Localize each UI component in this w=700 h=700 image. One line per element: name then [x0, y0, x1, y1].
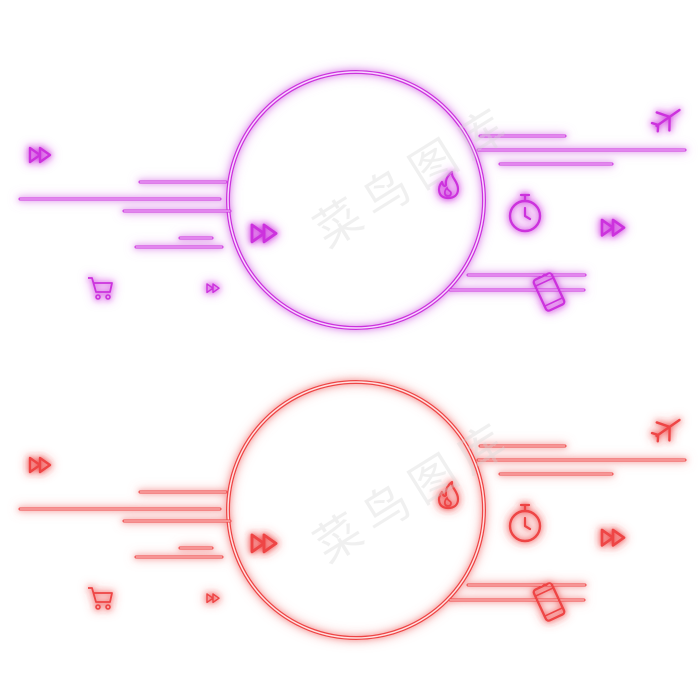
neon-ring	[226, 380, 486, 640]
smartphone-icon	[532, 582, 566, 622]
fast-forward-icon	[250, 223, 278, 244]
fast-forward-icon	[28, 146, 52, 164]
shopping-cart-icon	[88, 587, 113, 610]
fast-forward-icon	[600, 528, 626, 547]
neon-ring	[226, 70, 486, 330]
neon-frame-red	[18, 380, 687, 640]
neon-ring-core	[227, 381, 485, 639]
stopwatch-icon	[508, 193, 542, 233]
shopping-cart-icon	[88, 277, 113, 300]
smartphone-icon	[532, 272, 566, 312]
neon-ring-core	[227, 71, 485, 329]
flame-icon	[437, 170, 460, 200]
airplane-icon	[650, 108, 681, 133]
flame-icon	[437, 480, 460, 510]
fast-forward-icon	[206, 283, 220, 294]
fast-forward-icon	[600, 218, 626, 237]
airplane-icon	[650, 418, 681, 443]
stopwatch-icon	[508, 503, 542, 543]
fast-forward-icon	[206, 593, 220, 604]
fast-forward-icon	[28, 456, 52, 474]
neon-frame-purple	[18, 70, 687, 330]
fast-forward-icon	[250, 533, 278, 554]
